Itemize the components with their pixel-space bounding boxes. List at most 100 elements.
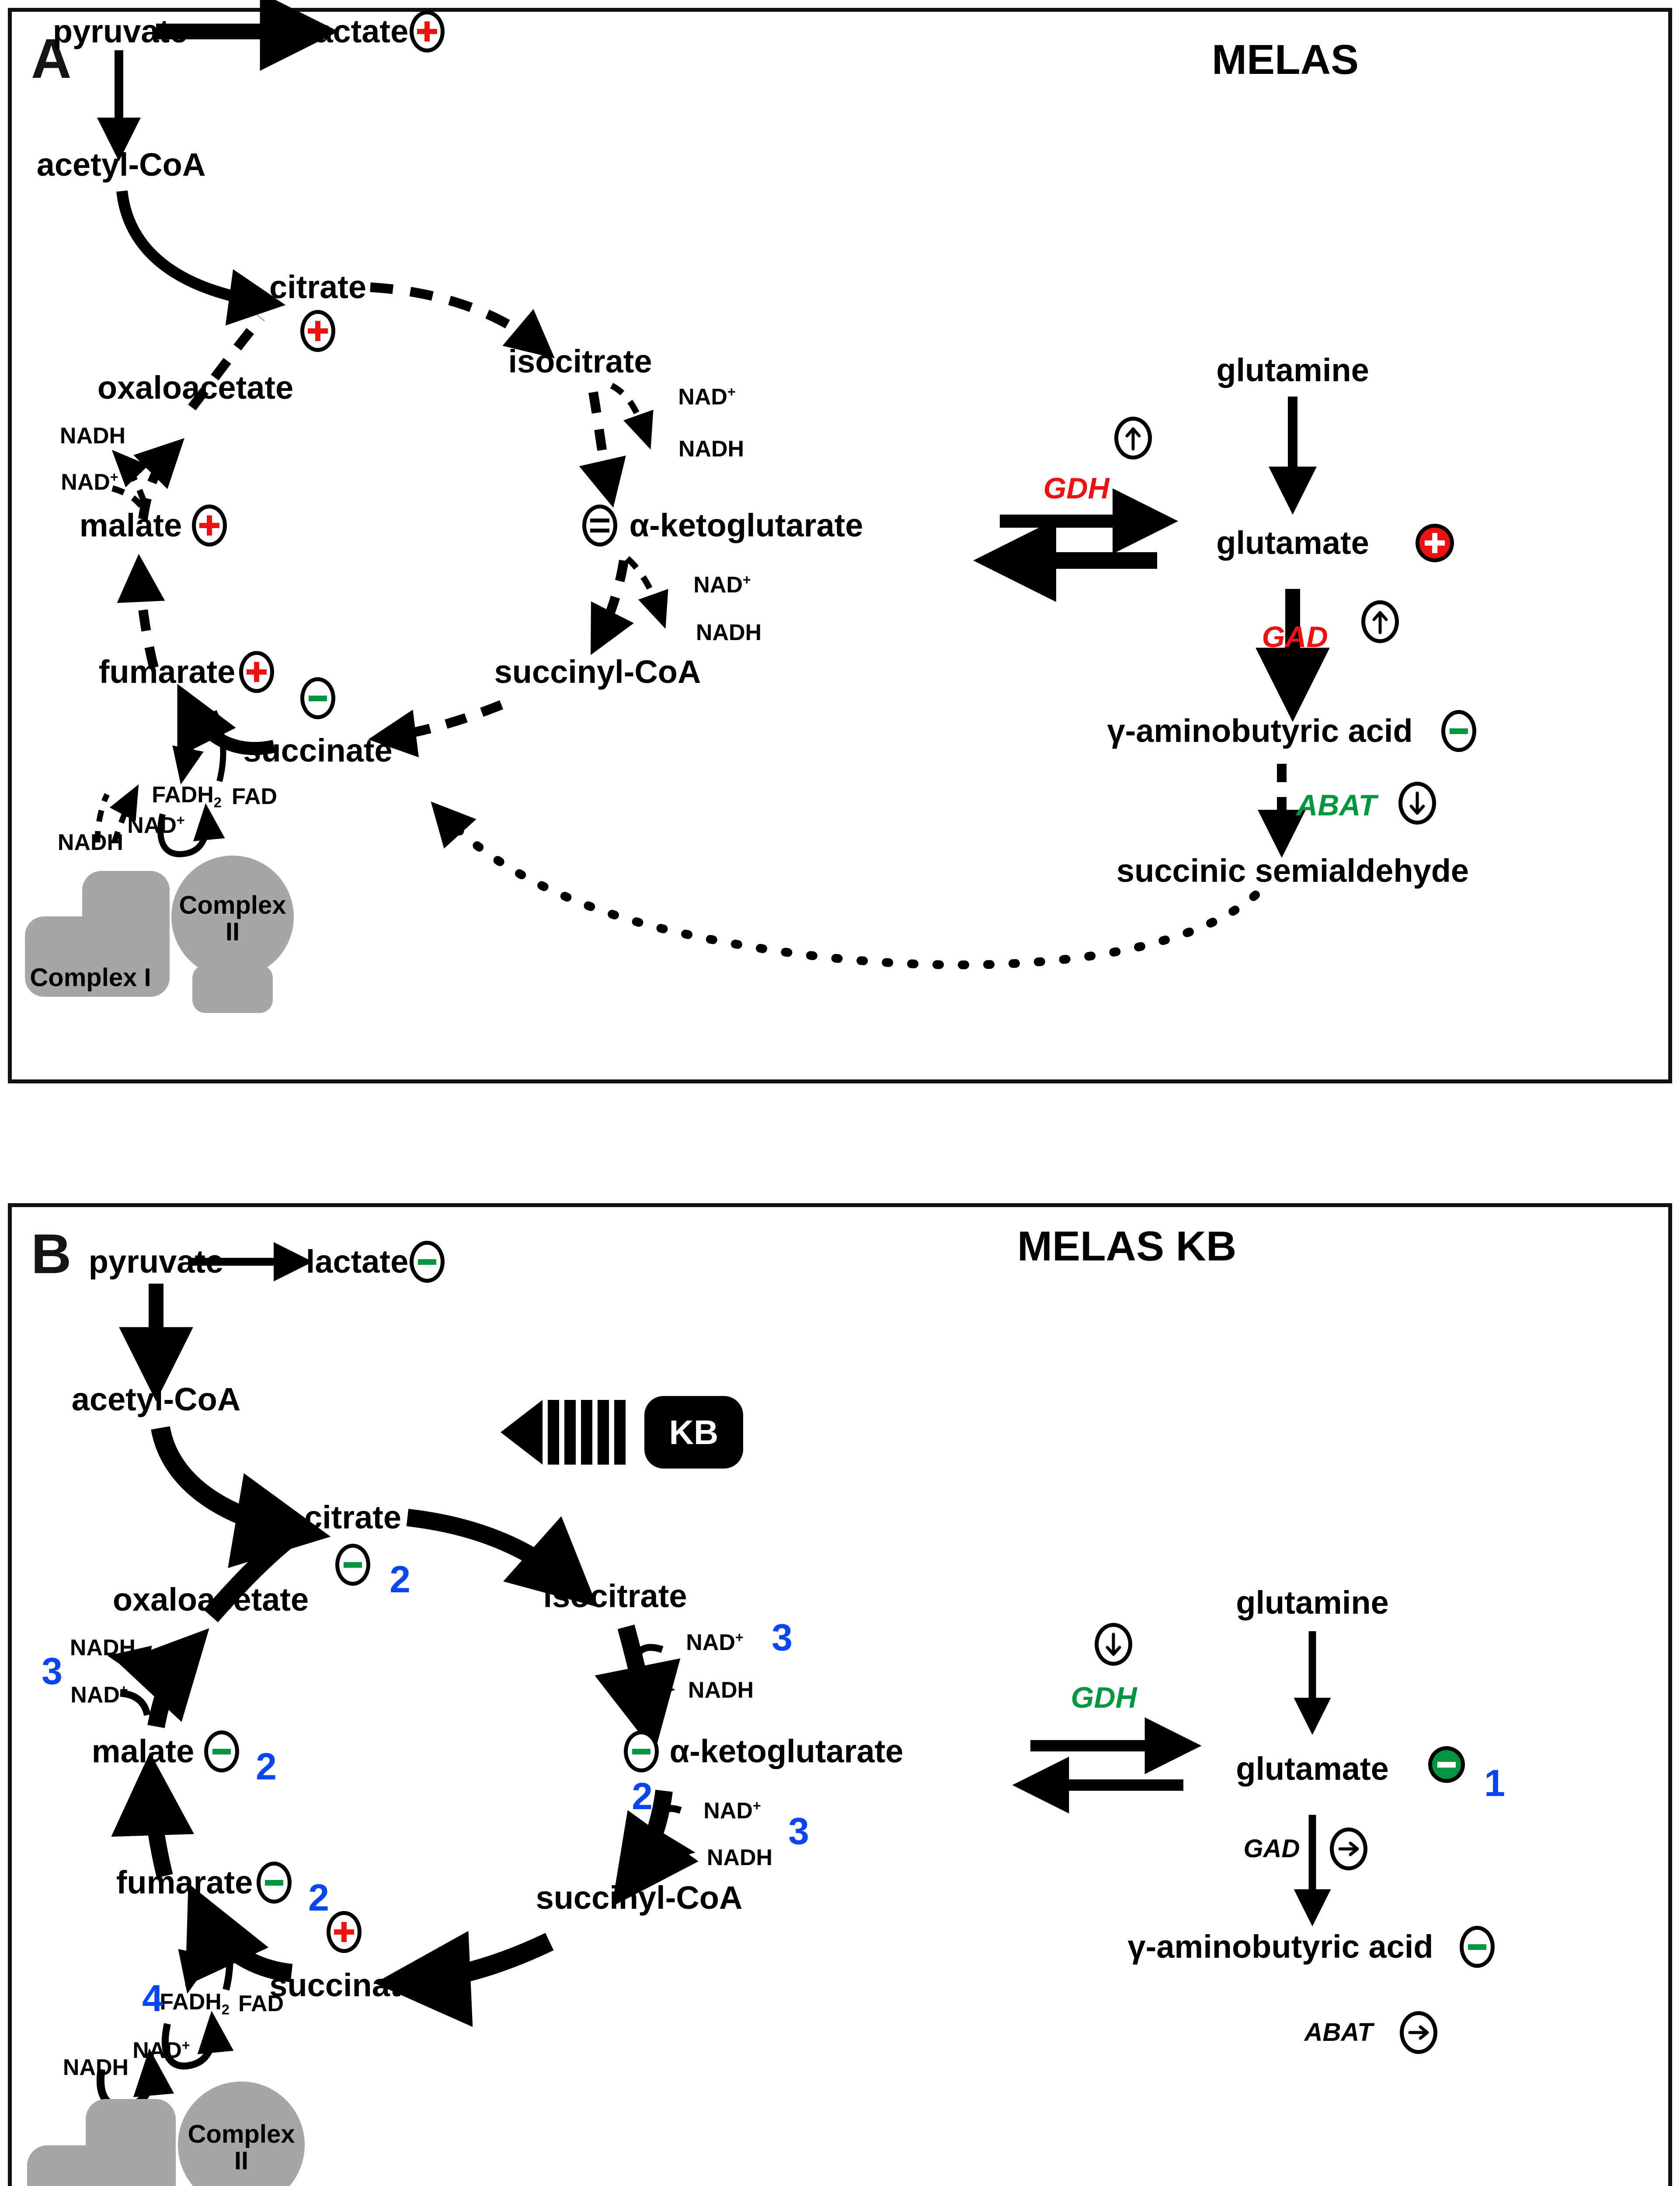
- number-citrate: 2: [390, 1559, 410, 1601]
- badge-gad-trend: [1330, 1827, 1367, 1870]
- node-isocitrate: isocitrate: [543, 1578, 687, 1614]
- node-glutamate: glutamate: [1216, 525, 1369, 561]
- minus-icon: [418, 1259, 436, 1265]
- badge-citrate: [300, 310, 335, 352]
- panel-a-title: MELAS: [1212, 36, 1359, 83]
- node-lactate: lactate: [306, 1243, 409, 1280]
- number-akg: 2: [632, 1775, 653, 1817]
- badge-succinate: [327, 1911, 362, 1953]
- enzyme-gad: GAD: [1243, 1834, 1300, 1863]
- plus-icon: [417, 21, 437, 42]
- arrow-up-icon: [1125, 427, 1141, 451]
- kb-label: KB: [669, 1413, 719, 1452]
- cofactor-fad: FAD: [238, 1991, 284, 2016]
- fadh2-sub: 2: [221, 2002, 230, 2018]
- cofactor-nad-plus-complex-i: NAD+: [132, 2038, 190, 2062]
- arrow-down-icon: [1409, 791, 1425, 815]
- badge-gdh-trend: [1095, 1623, 1132, 1666]
- cofactor-nadh-complex-i: NADH: [57, 830, 124, 855]
- cofactor-nad-plus-malate: NAD+: [61, 470, 118, 494]
- nad-sup: +: [181, 2037, 190, 2053]
- nad-text: NAD: [678, 384, 727, 410]
- node-succinate: succinate: [243, 732, 393, 769]
- nad-text: NAD: [61, 470, 110, 495]
- node-succinyl-coa: succinyl-CoA: [494, 654, 701, 690]
- node-malate: malate: [79, 507, 182, 543]
- complex-i-shape: [27, 2099, 219, 2186]
- fadh2-sub: 2: [213, 794, 222, 811]
- number-fumarate: 2: [308, 1877, 329, 1919]
- number-malate-nad: 3: [42, 1650, 63, 1692]
- node-acetyl-coa: acetyl-CoA: [36, 146, 206, 183]
- minus-icon: [1468, 1944, 1486, 1950]
- minus-icon: [344, 1562, 362, 1568]
- fadh2-text: FADH: [152, 782, 214, 808]
- node-alpha-ketoglutarate: α-ketoglutarate: [629, 507, 863, 543]
- enzyme-gdh: GDH: [1071, 1681, 1137, 1714]
- node-malate: malate: [91, 1733, 195, 1769]
- enzyme-gdh: GDH: [1043, 472, 1110, 505]
- badge-citrate: [335, 1544, 370, 1586]
- cofactor-nadh-malate: NADH: [70, 1635, 136, 1660]
- plus-icon: [308, 321, 328, 341]
- plus-icon: [1425, 533, 1445, 553]
- number-malate: 2: [256, 1746, 277, 1788]
- minus-icon: [1437, 1761, 1456, 1768]
- badge-fumarate: [257, 1862, 292, 1904]
- badge-succinate: [300, 677, 335, 719]
- cofactor-nadh-complex-i: NADH: [63, 2055, 129, 2080]
- node-glutamine: glutamine: [1236, 1584, 1389, 1621]
- badge-alpha-ketoglutarate: [624, 1730, 659, 1772]
- cofactor-nadh-isocitrate: NADH: [688, 1678, 754, 1703]
- badge-glutamate: [1428, 1746, 1465, 1783]
- node-isocitrate: isocitrate: [508, 343, 652, 379]
- complex-ii-label: Complex II: [179, 891, 286, 946]
- node-gaba: γ-aminobutyric acid: [1127, 1928, 1433, 1965]
- nad-sup: +: [176, 812, 185, 828]
- node-citrate: citrate: [304, 1499, 402, 1535]
- node-pyruvate: pyruvate: [88, 1243, 224, 1280]
- arrow-up-icon: [1372, 611, 1388, 634]
- cofactor-fadh2: FADH2: [160, 1991, 230, 2017]
- node-succinate: succinate: [269, 1967, 419, 2003]
- node-acetyl-coa: acetyl-CoA: [71, 1381, 241, 1417]
- plus-icon: [247, 662, 267, 682]
- node-glutamine: glutamine: [1216, 352, 1369, 388]
- arrow-down-icon: [1106, 1633, 1121, 1656]
- nad-text: NAD: [70, 1682, 120, 1708]
- complex-i-label: Complex I: [30, 963, 151, 992]
- badge-abat-trend: [1400, 2011, 1437, 2054]
- nad-text: NAD: [127, 813, 177, 839]
- enzyme-abat: ABAT: [1296, 789, 1377, 822]
- nad-sup: +: [742, 571, 751, 588]
- cofactor-nad-plus-akg: NAD+: [703, 1799, 761, 1822]
- enzyme-gad: GAD: [1262, 620, 1328, 654]
- nad-text: NAD: [132, 2038, 182, 2064]
- badge-alpha-ketoglutarate: [582, 505, 617, 546]
- fadh2-text: FADH: [160, 1989, 222, 2015]
- kb-badge: KB: [644, 1396, 743, 1469]
- arrow-right-icon: [1408, 2025, 1429, 2040]
- complex-i-shape: [25, 871, 213, 1017]
- complex-ii-label: Complex II: [188, 2120, 295, 2175]
- panel-b-title: MELAS KB: [1017, 1223, 1237, 1270]
- kb-arrow-striped: [501, 1397, 645, 1469]
- cofactor-nad-plus-isocitrate: NAD+: [686, 1630, 744, 1654]
- panel-a: A MELAS: [8, 0, 1672, 1083]
- cofactor-nad-plus-akg: NAD+: [693, 573, 751, 596]
- enzyme-abat: ABAT: [1304, 2018, 1373, 2047]
- badge-lactate: [410, 10, 445, 52]
- plus-icon: [199, 515, 219, 536]
- panel-b-letter: B: [31, 1223, 71, 1285]
- nad-text: NAD: [703, 1798, 753, 1824]
- nad-sup: +: [110, 469, 118, 485]
- cofactor-nad-plus-complex-i: NAD+: [127, 813, 185, 837]
- nad-text: NAD: [686, 1630, 735, 1656]
- equals-icon: [590, 519, 609, 533]
- nad-sup: +: [752, 1797, 761, 1814]
- number-complex-i-nad: 4: [142, 1977, 163, 2019]
- badge-lactate: [410, 1241, 445, 1283]
- badge-gdh-trend: [1114, 417, 1152, 459]
- badge-malate: [204, 1730, 239, 1772]
